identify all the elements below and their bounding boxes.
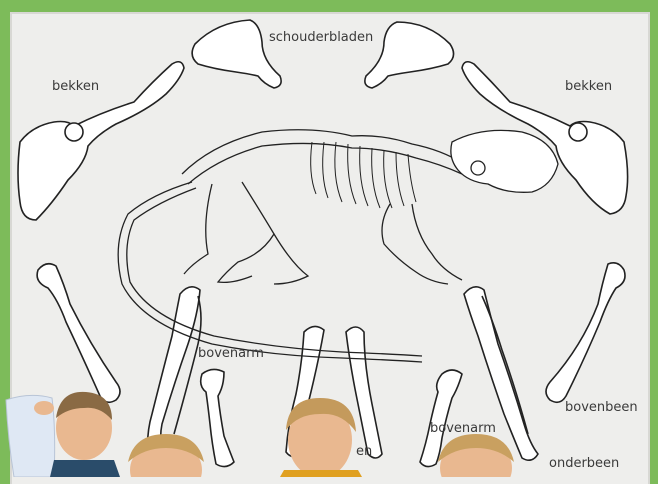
bone-illustrations (12, 14, 648, 484)
label-schouderbladen: schouderbladen (269, 30, 373, 45)
ulna-right (346, 327, 382, 458)
ulna-left (286, 326, 324, 456)
pelvis-left (18, 62, 184, 220)
label-bovenarm-right: bovenarm (430, 421, 496, 436)
femur-left (37, 264, 120, 403)
humerus-right (420, 370, 462, 467)
label-bekken-right: bekken (565, 79, 612, 94)
label-bovenbeen: bovenbeen (565, 400, 638, 415)
shoulder-blade-left (192, 20, 281, 88)
humerus-left (201, 369, 234, 466)
tibia-left (148, 287, 201, 462)
label-partial: en (356, 444, 372, 459)
label-bovenarm-left: bovenarm (198, 346, 264, 361)
shoulder-blade-right (365, 22, 454, 88)
label-bekken-left: bekken (52, 79, 99, 94)
worksheet-board: schouderbladen bekken bekken bovenarm bo… (10, 12, 650, 484)
femur-right (546, 263, 625, 402)
label-onderbeen: onderbeen (549, 456, 619, 471)
